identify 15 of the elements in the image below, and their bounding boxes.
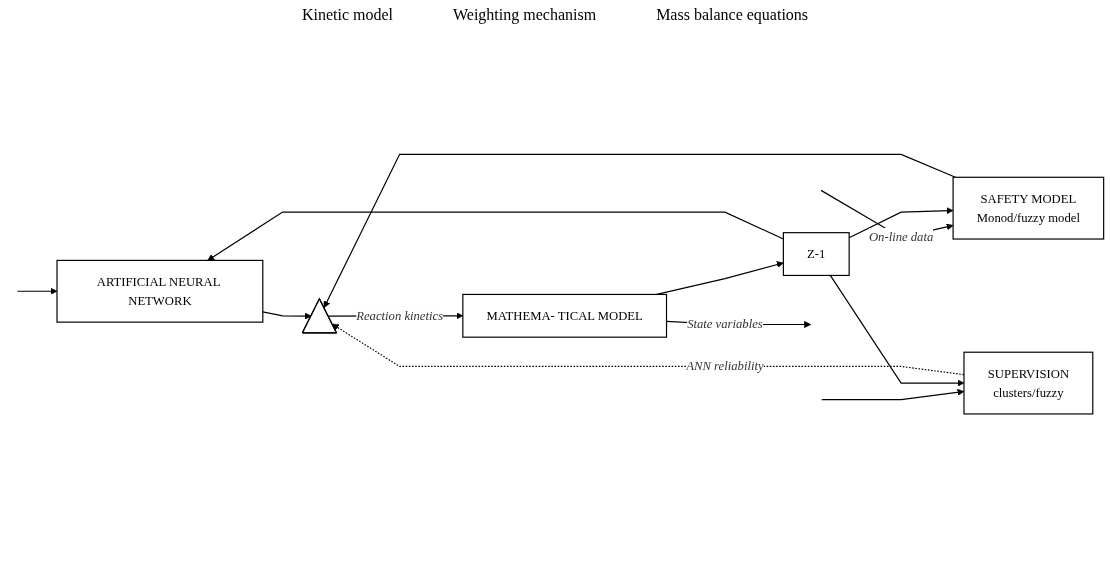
- node-box: MATHEMA- TICAL MODEL: [462, 293, 668, 338]
- edge-label: State variables: [687, 317, 763, 331]
- arrow: [262, 311, 312, 320]
- node-box: Z-1: [782, 231, 850, 276]
- edge-label: ANN reliability: [686, 359, 764, 373]
- node-box: SUPERVISION clusters/fuzzy: [963, 351, 1094, 415]
- node-box: SAFETY MODEL Monod/fuzzy model: [952, 176, 1105, 240]
- arrow: [207, 211, 784, 261]
- node-box: ARTIFICIAL NEURAL NETWORK: [56, 259, 264, 323]
- edge-label: Reaction kinetics: [356, 308, 444, 322]
- arrow: [16, 287, 58, 295]
- heading-label: Weighting mechanism: [453, 6, 597, 24]
- edge-label: On-line data: [868, 230, 934, 244]
- heading-label: Mass balance equations: [656, 6, 809, 24]
- heading-label: Kinetic model: [301, 6, 393, 24]
